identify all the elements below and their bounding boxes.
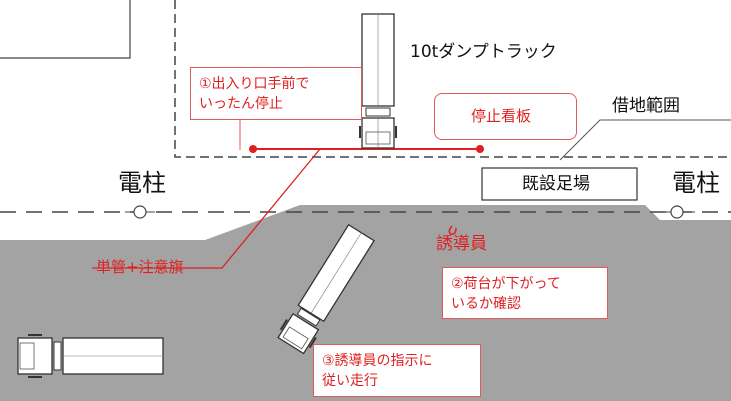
- note3-box: ③誘導員の指示に 従い走行: [313, 344, 481, 397]
- borrowed-land-leader: [559, 119, 731, 161]
- dump-truck-on-road: [17, 334, 164, 378]
- note2-box: ②荷台が下がって いるか確認: [442, 267, 608, 319]
- site-boundary-line: [174, 0, 731, 158]
- guide-label: 誘導員: [436, 234, 487, 254]
- note3-line2: 従い走行: [322, 373, 378, 390]
- borrowed-land-label: 借地範囲: [612, 96, 680, 116]
- note3-line1: ③誘導員の指示に: [322, 353, 433, 369]
- caution-pipe-end-left: [249, 145, 257, 153]
- utility-pole-right-label: 電柱: [672, 169, 720, 197]
- note2-line2: いるか確認: [451, 296, 521, 313]
- note1-box: ①出入り口手前で いったん停止: [190, 67, 362, 120]
- utility-pole-right-marker: [660, 205, 695, 219]
- dump-truck-entering: [359, 13, 397, 149]
- building-outline: [0, 0, 131, 59]
- note1-line1: ①出入り口手前で: [199, 76, 310, 92]
- dump-truck-turning: [277, 223, 375, 355]
- note1-line2: いったん停止: [199, 96, 283, 113]
- guide-person-icon: [448, 225, 457, 235]
- utility-pole-left-marker: [125, 205, 155, 219]
- truck-label: 10tダンプトラック: [410, 42, 557, 62]
- note2-line1: ②荷台が下がって: [451, 276, 561, 292]
- stop-sign-box: 停止看板: [434, 93, 577, 140]
- utility-pole-left-label: 電柱: [118, 169, 166, 197]
- caution-pipe-leader: [92, 148, 321, 269]
- stop-sign-label: 停止看板: [471, 107, 532, 125]
- scaffold-label: 既設足場: [522, 174, 590, 194]
- scaffold-box: [481, 167, 638, 201]
- single-pipe-label: 単管+注意旗: [96, 258, 184, 276]
- road-area: [0, 205, 731, 401]
- caution-pipe-end-right: [476, 145, 484, 153]
